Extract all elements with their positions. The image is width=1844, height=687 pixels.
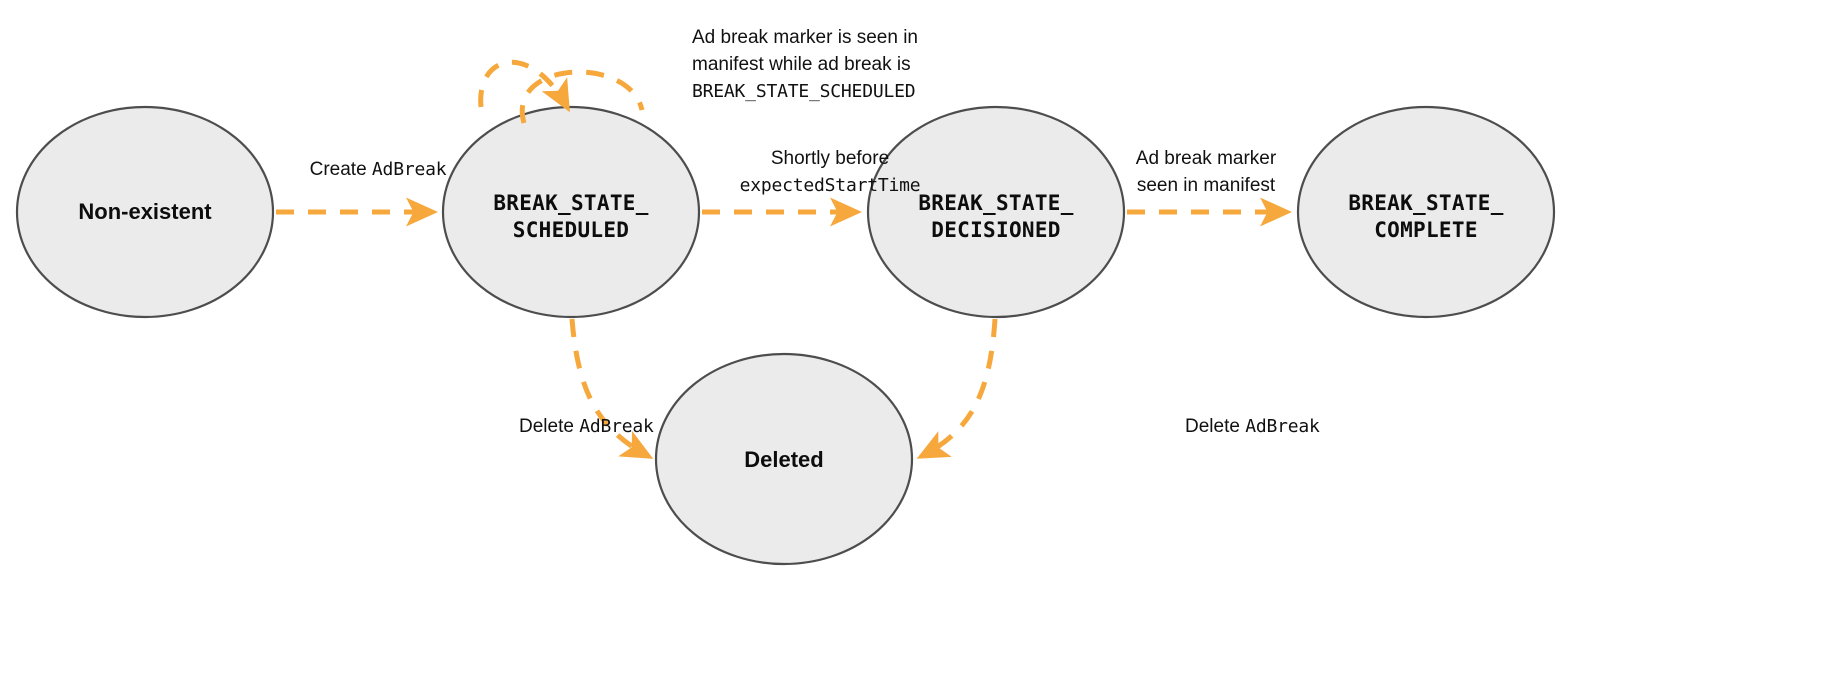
- edge-label-delete-right-sans: Delete: [1185, 416, 1246, 437]
- edge-label-delete-adbreak-right: Delete AdBreak: [1185, 414, 1405, 441]
- node-non-existent[interactable]: [15, 105, 275, 319]
- node-break-state-scheduled[interactable]: [441, 105, 701, 319]
- edge-label-ad-break-marker-seen: Ad break marker seen in manifest: [1106, 146, 1306, 200]
- edge-selfloop-ad-break-marker-seen[interactable]: [519, 69, 645, 124]
- edge-label-create-adbreak-mono: AdBreak: [371, 159, 447, 180]
- edge-label-selfloop-line3: BREAK_STATE_SCHEDULED: [692, 80, 916, 102]
- edge-label-selfloop-ad-break-marker: Ad break marker is seen in manifest whil…: [692, 25, 982, 104]
- edge-label-delete-adbreak-left: Delete AdBreak: [519, 414, 739, 441]
- edge-label-create-adbreak: Create AdBreak: [283, 157, 473, 184]
- edge-label-marker-line1: Ad break marker: [1135, 148, 1277, 169]
- node-break-state-decisioned[interactable]: [866, 105, 1126, 319]
- edge-delete-adbreak-from-decisioned[interactable]: [916, 318, 998, 459]
- edge-label-create-adbreak-sans: Create: [309, 159, 372, 180]
- node-deleted[interactable]: [654, 352, 914, 566]
- node-break-state-complete[interactable]: [1296, 105, 1556, 319]
- edge-label-delete-right-mono: AdBreak: [1245, 416, 1320, 437]
- edge-label-shortly-line2: expectedStartTime: [739, 174, 921, 196]
- edge-label-shortly-line1: Shortly before: [770, 148, 890, 169]
- edge-label-marker-line2: seen in manifest: [1136, 174, 1276, 196]
- edge-selfloop-arc[interactable]: [478, 59, 570, 113]
- edge-label-selfloop-line2: manifest while ad break is: [692, 53, 911, 75]
- edge-label-delete-left-sans: Delete: [519, 416, 580, 437]
- edge-label-delete-left-mono: AdBreak: [579, 416, 654, 437]
- edge-label-selfloop-line1: Ad break marker is seen in: [692, 27, 918, 48]
- edge-label-shortly-before: Shortly before expectedStartTime: [700, 146, 960, 199]
